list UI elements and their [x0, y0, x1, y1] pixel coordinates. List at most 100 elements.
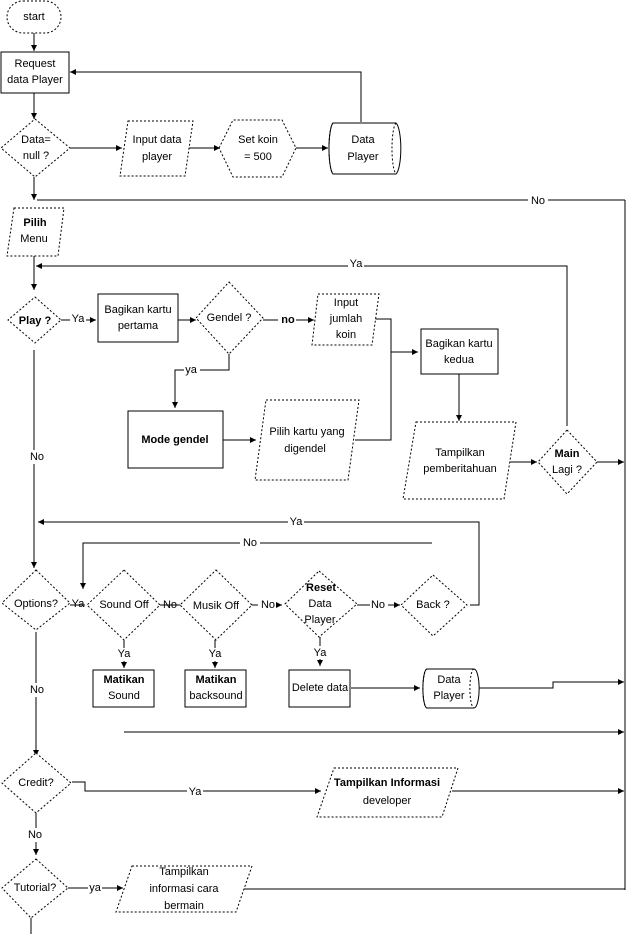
edge-back-no: [80, 542, 432, 589]
label-play-no: No: [30, 451, 44, 463]
svg-text:Set koin: Set koin: [238, 134, 278, 146]
label-back-ya: Ya: [290, 516, 304, 528]
node-reset-data: Reset Data Player: [284, 570, 358, 638]
svg-text:Input data: Input data: [133, 134, 183, 146]
edge-labels: No Ya Ya no ya No Ya No Ya No No No Ya Y…: [26, 194, 548, 894]
svg-text:Lagi ?: Lagi ?: [552, 464, 582, 476]
node-sound-off: Sound Off: [86, 569, 161, 641]
svg-text:Credit?: Credit?: [18, 777, 53, 789]
svg-text:pertama: pertama: [118, 320, 159, 332]
label-credit-no: No: [28, 829, 42, 841]
node-bagikan-kedua: Bagikan kartu kedua: [420, 328, 499, 375]
svg-text:= 500: = 500: [244, 151, 272, 163]
svg-text:Input: Input: [334, 297, 358, 309]
edge-store2-trunk: [478, 679, 624, 689]
svg-text:Gendel ?: Gendel ?: [207, 312, 252, 324]
node-tampilkan-pemberitahuan: Tampilkan pemberitahuan: [402, 421, 517, 500]
edge-gendel-mode: [172, 354, 230, 408]
svg-text:Delete data: Delete data: [292, 682, 349, 694]
node-credit: Credit?: [1, 752, 72, 814]
edge-store-request: [70, 69, 362, 122]
svg-text:Back ?: Back ?: [416, 599, 450, 611]
label-credit-ya: Ya: [189, 786, 203, 798]
node-input-jumlah-koin: Input jumlah koin: [311, 293, 380, 346]
edge-inputkoin-bagikan2: [375, 318, 418, 355]
node-main-lagi: Main Lagi ?: [537, 429, 598, 495]
node-mode-gendel: Mode gendel: [127, 410, 224, 469]
svg-text:digendel: digendel: [284, 443, 326, 455]
label-options-no: No: [30, 684, 44, 696]
svg-text:Data: Data: [351, 134, 375, 146]
svg-text:Tampilkan: Tampilkan: [159, 866, 209, 878]
node-gendel: Gendel ?: [195, 281, 264, 355]
svg-text:Pilih kartu yang: Pilih kartu yang: [269, 426, 344, 438]
svg-text:Tampilkan: Tampilkan: [435, 447, 485, 459]
label-reset-no: No: [371, 599, 385, 611]
svg-text:kedua: kedua: [444, 354, 475, 366]
node-pilih-menu: Pilih Menu: [6, 207, 65, 257]
svg-text:data Player: data Player: [7, 74, 63, 86]
node-request-data: Request data Player: [0, 51, 70, 94]
node-pilih-kartu: Pilih kartu yang digendel: [254, 399, 360, 481]
svg-text:Bagikan kartu: Bagikan kartu: [425, 338, 492, 350]
label-musikoff-no: No: [261, 599, 275, 611]
edge-pilihkartu-bagikan2: [355, 352, 392, 441]
label-reset-ya: Ya: [314, 647, 328, 659]
edge-mainlagi-ya: [36, 263, 568, 426]
svg-text:Matikan: Matikan: [104, 674, 145, 686]
label-soundoff-no: No: [163, 599, 177, 611]
svg-text:jumlah: jumlah: [329, 313, 362, 325]
svg-text:Data: Data: [437, 674, 461, 686]
svg-text:Sound Off: Sound Off: [99, 599, 149, 611]
node-data-player-store-1: Data Player: [328, 122, 402, 175]
svg-text:bermain: bermain: [164, 900, 204, 912]
node-tampilkan-cara: Tampilkan informasi cara bermain: [115, 865, 253, 913]
svg-text:Data=: Data=: [21, 134, 51, 146]
svg-text:Options?: Options?: [14, 598, 58, 610]
svg-text:Player: Player: [433, 690, 465, 702]
svg-text:pemberitahuan: pemberitahuan: [423, 463, 496, 475]
svg-text:Player: Player: [347, 151, 379, 163]
svg-text:Sound: Sound: [108, 690, 140, 702]
node-tampilkan-developer: Tampilkan Informasi developer: [316, 767, 459, 818]
label-datanull-no: No: [531, 195, 545, 207]
svg-text:backsound: backsound: [189, 690, 242, 702]
edge-back-ya: [38, 519, 480, 606]
label-gendel-no: no: [281, 314, 295, 326]
node-matikan-backsound: Matikan backsound: [184, 669, 247, 708]
svg-text:Request: Request: [15, 58, 56, 70]
node-bagikan-pertama: Bagikan kartu pertama: [97, 293, 179, 343]
node-play: Play ?: [7, 296, 62, 344]
svg-text:Matikan: Matikan: [196, 674, 237, 686]
node-data-null: Data= null ?: [0, 118, 71, 178]
node-tutorial: Tutorial?: [1, 858, 69, 919]
label-soundoff-ya: Ya: [118, 648, 132, 660]
svg-text:developer: developer: [363, 795, 412, 807]
svg-text:null ?: null ?: [23, 150, 49, 162]
label-mainlagi-ya: Ya: [350, 258, 364, 270]
svg-text:Menu: Menu: [20, 233, 48, 245]
svg-text:Musik Off: Musik Off: [193, 600, 240, 612]
svg-text:Pilih: Pilih: [23, 217, 47, 229]
svg-text:koin: koin: [336, 329, 356, 341]
svg-text:Tampilkan Informasi: Tampilkan Informasi: [334, 777, 440, 789]
svg-text:Play ?: Play ?: [19, 315, 52, 327]
node-delete-data: Delete data: [288, 669, 351, 708]
node-back: Back ?: [400, 574, 468, 637]
node-input-data-player: Input data player: [119, 120, 194, 177]
node-data-player-store-2: Data Player: [422, 668, 480, 709]
label-options-ya: Ya: [72, 598, 86, 610]
node-set-koin: Set koin = 500: [218, 119, 297, 178]
node-start: start: [6, 0, 62, 34]
node-matikan-sound: Matikan Sound: [92, 669, 155, 708]
svg-text:start: start: [23, 11, 44, 23]
svg-text:Mode gendel: Mode gendel: [141, 434, 208, 446]
node-musik-off: Musik Off: [179, 569, 253, 641]
svg-text:Player: Player: [304, 614, 336, 626]
svg-text:Data: Data: [308, 598, 332, 610]
label-gendel-ya: ya: [185, 364, 198, 376]
svg-text:Bagikan kartu: Bagikan kartu: [104, 304, 171, 316]
label-musikoff-ya: Ya: [209, 648, 223, 660]
svg-text:Reset: Reset: [306, 582, 336, 594]
